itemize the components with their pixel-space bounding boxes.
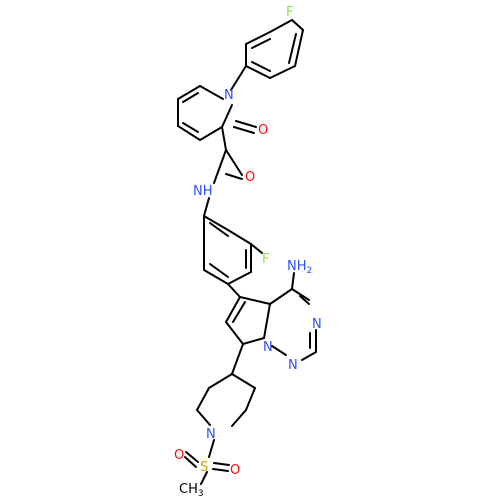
bond [225,296,241,323]
atom-label-n: N [224,88,234,103]
atom-label-n: N [206,427,216,442]
atom-label-ch3-main: CH [179,482,198,497]
bond [233,126,255,134]
bond [291,272,295,290]
bond [225,321,244,345]
atom-label-f: F [262,252,269,267]
bond [184,456,197,468]
bond [291,19,304,31]
bond [291,288,310,301]
atom-label-o: O [258,123,268,138]
bond [203,197,210,217]
bond [203,215,229,231]
bond [271,345,287,356]
bond [177,85,201,100]
atom-label-nh2-subscript: 2 [307,266,313,276]
bond [212,468,229,472]
bond [230,65,247,91]
bond [199,126,223,141]
bond [245,65,271,79]
bond [199,85,224,100]
bond [301,351,317,361]
atom-label-o: O [245,170,255,185]
bond [196,387,210,411]
bond [208,439,215,458]
atom-label-f: F [286,5,293,20]
bond [227,229,252,245]
bond [235,120,257,128]
atom-label-ch3: CH3 [179,482,204,499]
atom-label-nh2-main: NH [287,259,307,274]
bond [251,61,271,72]
bond [250,243,263,254]
bond [288,33,297,64]
bond [221,126,227,151]
atom-label-n: N [312,317,322,332]
atom-label-n: N [288,358,298,373]
bond [251,38,271,49]
bond [225,173,243,180]
bond [294,29,304,67]
bond [209,222,229,237]
bond [213,149,227,184]
bond [245,387,256,411]
bond [231,373,256,389]
bond [185,451,199,463]
bond [227,271,252,285]
atom-label-o: O [174,448,184,463]
atom-label-ch3-subscript: 3 [198,489,204,499]
bond [213,462,230,466]
bond [242,337,265,345]
bond [231,409,247,427]
bond [269,65,296,79]
bond [177,125,201,141]
bond [225,149,243,176]
atom-label-s: S [200,460,208,475]
bonds [177,19,317,485]
bond [203,269,229,285]
bond [209,263,229,278]
bond [232,301,246,323]
bond [196,409,211,426]
atom-labels: F N O O NH F NH2 N N N N S O O CH3 [174,5,322,499]
bond [245,31,271,45]
bond [182,92,199,103]
bond [269,288,293,305]
bond [299,295,310,305]
atom-label-nh2: NH2 [287,259,312,276]
atom-label-nh: NH [193,184,213,199]
bond [208,373,233,389]
bond [231,343,244,375]
bond [221,104,233,128]
atom-label-o: O [230,463,240,478]
bond [269,19,293,33]
bond [263,303,271,339]
bond [182,122,199,133]
bond [239,296,271,305]
bond [227,283,241,298]
atom-label-n: N [263,340,273,355]
bond [200,471,208,485]
